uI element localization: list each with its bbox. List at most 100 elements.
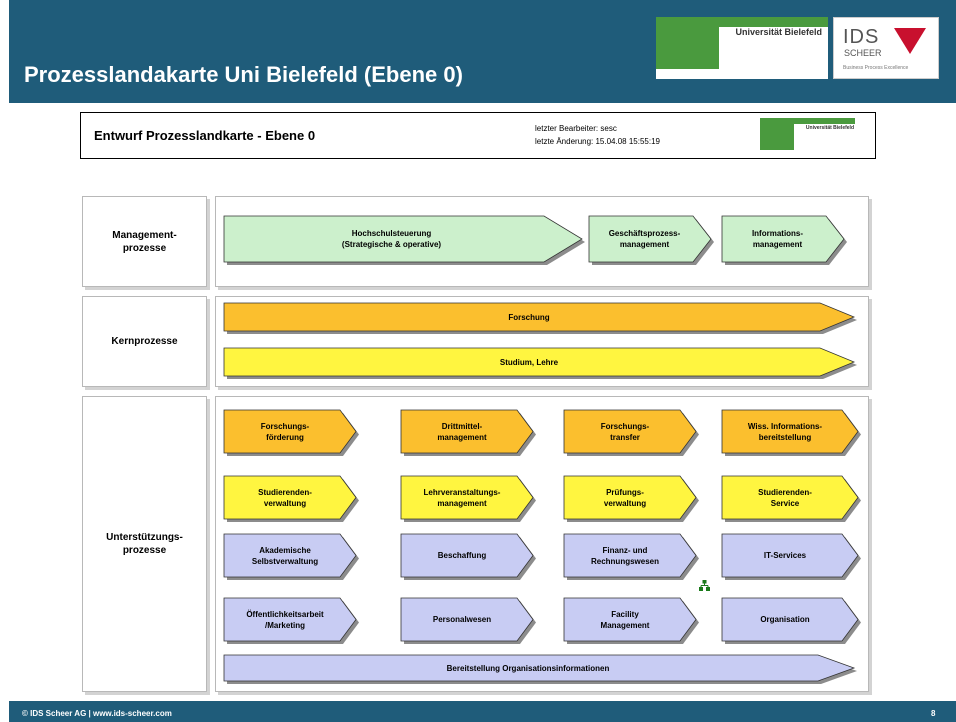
process-label: Forschungs- transfer — [600, 421, 650, 442]
kern-process-1[interactable]: Forschung — [223, 302, 857, 334]
ids-logo-name: IDS — [843, 26, 880, 48]
process-chevron-shape — [223, 347, 857, 379]
process-label: Öffentlichkeitsarbeit /Marketing — [246, 609, 324, 630]
kern-label-panel — [82, 296, 207, 387]
footer-copyright: © IDS Scheer AG | www.ids-scheer.com — [22, 709, 172, 718]
process-chevron-fill — [563, 597, 697, 642]
document-university-logo: Universität Bielefeld — [760, 118, 855, 150]
support-process-6[interactable]: Lehrveranstaltungs- management — [400, 475, 536, 522]
process-chevron-shape — [400, 475, 536, 522]
support-process-15[interactable]: Facility Management — [563, 597, 699, 644]
logo-green-block — [656, 17, 719, 79]
process-label: Forschung — [508, 312, 550, 322]
process-chevron-shape — [721, 409, 861, 456]
process-label: Prüfungs- verwaltung — [603, 487, 647, 508]
support-process-13[interactable]: Öffentlichkeitsarbeit /Marketing — [223, 597, 359, 644]
support-process-11[interactable]: Finanz- und Rechnungswesen — [563, 533, 699, 580]
management-process-2[interactable]: Geschäftsprozess- management — [588, 215, 714, 265]
process-label: Forschungs- förderung — [260, 421, 310, 442]
process-chevron-fill — [223, 654, 856, 682]
process-chevron-shape — [563, 409, 699, 456]
process-label: Akademische Selbstverwaltung — [251, 545, 319, 566]
process-chevron-fill — [400, 475, 534, 520]
process-label: Studierenden- verwaltung — [258, 487, 312, 508]
process-chevron-fill — [223, 409, 357, 454]
ids-scheer-logo: IDS SCHEER Business Process Excellence — [833, 17, 939, 79]
support-process-4[interactable]: Wiss. Informations- bereitstellung — [721, 409, 861, 456]
ids-logo-tagline: Business Process Excellence — [843, 65, 909, 71]
process-chevron-shape — [223, 475, 359, 522]
management-process-1[interactable]: Hochschulsteuerung (Strategische & opera… — [223, 215, 585, 265]
process-chevron-shape — [400, 409, 536, 456]
ids-logo-sub: SCHEER — [844, 48, 882, 58]
process-chevron-fill — [563, 409, 697, 454]
support-process-7[interactable]: Prüfungs- verwaltung — [563, 475, 699, 522]
process-label: IT-Services — [763, 551, 807, 560]
process-label: Lehrveranstaltungs- management — [423, 487, 501, 508]
process-chevron-fill — [588, 215, 712, 263]
support-label: Unterstützungs- prozesse — [106, 532, 183, 556]
support-process-16[interactable]: Organisation — [721, 597, 861, 644]
process-chevron-fill — [223, 597, 357, 642]
support-process-1[interactable]: Forschungs- förderung — [223, 409, 359, 456]
process-chevron-fill — [223, 215, 583, 263]
support-process-14[interactable]: Personalwesen — [400, 597, 536, 644]
process-chevron-fill — [400, 597, 534, 642]
process-chevron-fill — [223, 533, 357, 578]
support-process-17[interactable]: Bereitstellung Organisationsinformatione… — [223, 654, 857, 684]
process-chevron-fill — [721, 215, 845, 263]
document-changed: letzte Änderung: 15.04.08 15:55:19 — [535, 137, 660, 146]
process-label: Studierenden- Service — [758, 487, 812, 508]
page-number: 8 — [931, 709, 936, 718]
document-editor: letzter Bearbeiter: sesc — [535, 124, 617, 133]
support-process-8[interactable]: Studierenden- Service — [721, 475, 861, 522]
process-chevron-fill — [721, 409, 859, 454]
doc-logo-green-strip — [794, 118, 855, 124]
process-chevron-shape — [721, 475, 861, 522]
university-logo-text: Universität Bielefeld — [735, 27, 822, 37]
process-chevron-fill — [563, 533, 697, 578]
process-label: Studium, Lehre — [499, 357, 559, 367]
management-label-panel — [82, 196, 207, 287]
process-chevron-shape — [223, 533, 359, 580]
process-chevron-shape — [223, 302, 857, 334]
doc-logo-green-block — [760, 118, 794, 150]
doc-logo-text: Universität Bielefeld — [805, 125, 854, 131]
process-chevron-fill — [223, 302, 856, 332]
logo-green-strip — [719, 17, 828, 27]
process-chevron-fill — [721, 475, 859, 520]
process-label: Bereitstellung Organisationsinformatione… — [446, 663, 610, 673]
slide-title: Prozesslandakarte Uni Bielefeld (Ebene 0… — [24, 62, 463, 87]
process-chevron-shape — [223, 654, 857, 684]
process-label: Hochschulsteuerung (Strategische & opera… — [341, 229, 442, 249]
management-process-3[interactable]: Informations- management — [721, 215, 847, 265]
document-info-box: Entwurf Prozesslandkarte - Ebene 0 letzt… — [80, 112, 876, 159]
support-process-10[interactable]: Beschaffung — [400, 533, 536, 580]
process-label: Informations- management — [751, 229, 804, 249]
support-process-3[interactable]: Forschungs- transfer — [563, 409, 699, 456]
process-chevron-shape — [400, 533, 536, 580]
process-chevron-shape — [223, 597, 359, 644]
process-chevron-shape — [563, 533, 699, 580]
document-title: Entwurf Prozesslandkarte - Ebene 0 — [94, 128, 316, 143]
process-chevron-fill — [721, 597, 859, 642]
support-process-12[interactable]: IT-Services — [721, 533, 861, 580]
university-logo: Universität Bielefeld — [656, 17, 828, 79]
process-chevron-shape — [563, 475, 699, 522]
process-chevron-shape — [588, 215, 714, 265]
logo-white-strip — [656, 69, 828, 79]
process-chevron-shape — [223, 215, 585, 265]
process-label: Organisation — [760, 615, 810, 624]
process-label: Finanz- und Rechnungswesen — [590, 545, 659, 566]
process-label: Wiss. Informations- bereitstellung — [747, 421, 823, 442]
kern-label: Kernprozesse — [111, 336, 178, 347]
process-chevron-shape — [721, 597, 861, 644]
process-label: Beschaffung — [437, 551, 487, 560]
kern-process-2[interactable]: Studium, Lehre — [223, 347, 857, 379]
support-process-9[interactable]: Akademische Selbstverwaltung — [223, 533, 359, 580]
process-label: Facility Management — [600, 609, 650, 630]
support-process-2[interactable]: Drittmittel- management — [400, 409, 536, 456]
process-chevron-shape — [721, 533, 861, 580]
support-process-5[interactable]: Studierenden- verwaltung — [223, 475, 359, 522]
support-label-panel — [82, 396, 207, 692]
